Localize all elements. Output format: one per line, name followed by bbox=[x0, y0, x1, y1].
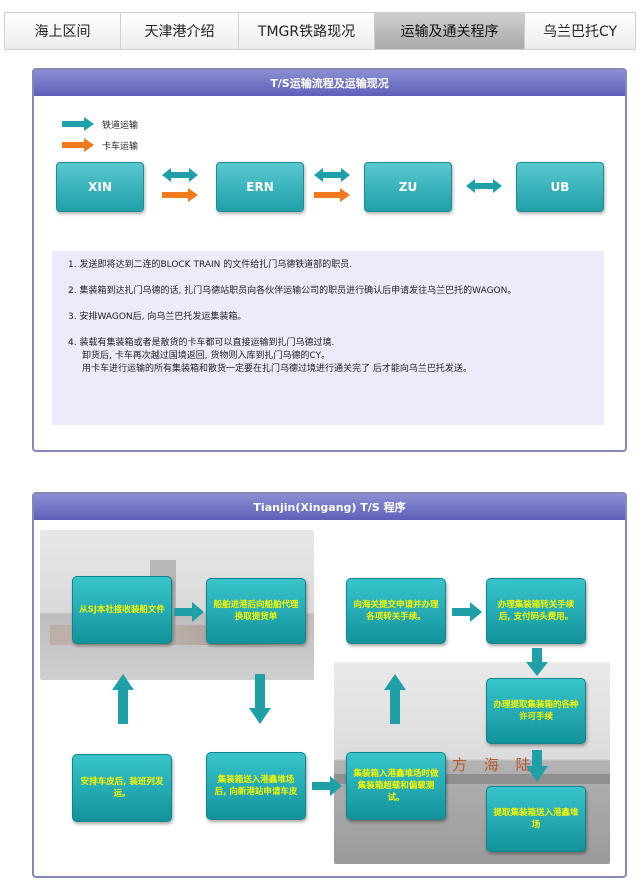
zu-ub-connector bbox=[466, 179, 502, 193]
step-arrange-train: 安排车皮后, 装班列发运。 bbox=[72, 754, 172, 822]
double-arrow-icon bbox=[162, 168, 198, 182]
note-3: 3. 安排WAGON后, 向乌兰巴托发运集装箱。 bbox=[68, 312, 247, 322]
step-customs-application: 向海关提交申请并办理各项转关手续。 bbox=[346, 578, 446, 644]
tianjin-ts-panel: Tianjin(Xingang) T/S 程序 方 海 陆 从SJ本社接收装船文… bbox=[32, 492, 627, 878]
tab-sea-section[interactable]: 海上区间 bbox=[5, 13, 121, 49]
truck-arrow-icon bbox=[62, 138, 94, 152]
legend-truck: 卡车运输 bbox=[62, 138, 138, 152]
note-2: 2. 集装箱到达扎门乌德的话, 扎门乌德站职员向各伙伴运输公司的职员进行确认后申… bbox=[68, 286, 517, 296]
top-tab-bar: 海上区间 天津港介绍 TMGR铁路现况 运输及通关程序 乌兰巴托CY bbox=[4, 12, 636, 50]
arrow-down-icon bbox=[249, 674, 271, 724]
process-notes: 1. 发送即将达到二连的BLOCK TRAIN 的文件给扎门乌德铁道部的职员. … bbox=[52, 251, 604, 425]
tab-tmgr-railway[interactable]: TMGR铁路现况 bbox=[239, 13, 375, 49]
note-4-line-2: 卸货后, 卡车再次越过国境返回, 货物则入库到扎门乌德的CY。 bbox=[82, 351, 331, 361]
arrow-up-icon bbox=[384, 674, 406, 724]
step-pay-terminal-fee: 办理集装箱转关手续后, 支付码头费用。 bbox=[486, 578, 586, 644]
station-ern: ERN bbox=[216, 162, 304, 212]
arrow-down-icon bbox=[526, 648, 548, 676]
tab-ulaanbaatar-cy[interactable]: 乌兰巴托CY bbox=[542, 24, 618, 40]
arrow-down-icon bbox=[526, 750, 548, 782]
note-4-line-3: 用卡车进行运输的所有集装箱和散货一定要在扎门乌德过境进行通关完了 后才能向乌兰巴… bbox=[82, 364, 472, 374]
rail-arrow-icon bbox=[62, 117, 94, 131]
legend-truck-label: 卡车运输 bbox=[102, 141, 139, 152]
arrow-right-icon bbox=[452, 602, 482, 622]
legend-rail-label: 铁道运输 bbox=[102, 120, 139, 131]
station-xin: XIN bbox=[56, 162, 144, 212]
step-receive-documents: 从SJ本社接收装船文件 bbox=[72, 576, 172, 644]
legend-rail: 铁道运输 bbox=[62, 117, 138, 131]
station-zu: ZU bbox=[364, 162, 452, 212]
arrow-up-icon bbox=[112, 674, 134, 724]
note-4: 4. 装载有集装箱或者是散货的卡车都可以直接运输到扎门乌德过境. 卸货后, 卡车… bbox=[68, 337, 588, 376]
double-arrow-icon bbox=[314, 168, 350, 182]
step-overload-test: 集装箱入港鑫堆场时做集装箱超载和偏载测试。 bbox=[346, 752, 446, 820]
tab-tianjin-port[interactable]: 天津港介绍 bbox=[121, 13, 239, 49]
xin-ern-connector bbox=[162, 168, 198, 202]
arrow-right-icon bbox=[174, 602, 204, 622]
note-1: 1. 发送即将达到二连的BLOCK TRAIN 的文件给扎门乌德铁道部的职员. bbox=[68, 260, 353, 270]
truck-arrow-icon bbox=[314, 188, 350, 202]
ern-zu-connector bbox=[314, 168, 350, 202]
panel-title: T/S运输流程及运输现况 bbox=[34, 70, 625, 96]
arrow-right-icon bbox=[312, 776, 342, 796]
step-deliver-to-yard: 提取集装箱送入港鑫堆场 bbox=[486, 786, 586, 852]
double-arrow-icon bbox=[466, 179, 502, 193]
truck-arrow-icon bbox=[162, 188, 198, 202]
note-4-line-1: 4. 装载有集装箱或者是散货的卡车都可以直接运输到扎门乌德过境. bbox=[68, 338, 335, 348]
panel-title: Tianjin(Xingang) T/S 程序 bbox=[34, 494, 625, 520]
station-ub: UB bbox=[516, 162, 604, 212]
tab-transport-customs[interactable]: 运输及通关程序 bbox=[375, 13, 525, 49]
photo-sign-text: 方 海 陆 bbox=[452, 756, 537, 774]
step-pickup-permits: 办理提取集装箱的各种许可手续 bbox=[486, 678, 586, 744]
step-exchange-delivery-order: 船舶进港后向船舶代理换取提货单 bbox=[206, 578, 306, 644]
ts-transport-panel: T/S运输流程及运输现况 铁道运输 卡车运输 XIN ERN ZU UB 1. … bbox=[32, 68, 627, 452]
step-apply-railcar: 集装箱送入港鑫堆场后, 向新港站申请车皮 bbox=[206, 752, 306, 820]
